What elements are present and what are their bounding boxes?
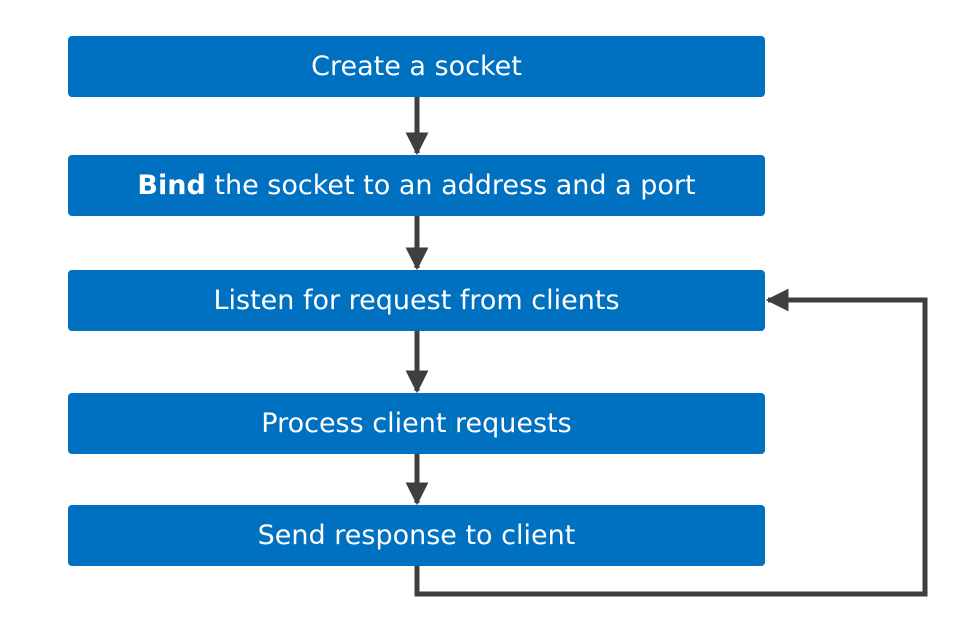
step-process-requests: Process client requests	[68, 393, 765, 454]
step-create-socket: Create a socket	[68, 36, 765, 97]
step-send-response-label: Send response to client	[257, 520, 576, 551]
step-listen-requests-label: Listen for request from clients	[213, 285, 620, 316]
step-bind-socket-keyword: Bind	[137, 170, 206, 201]
step-bind-socket: Bind the socket to an address and a port	[68, 155, 765, 216]
step-listen-requests: Listen for request from clients	[68, 270, 765, 331]
step-send-response: Send response to client	[68, 505, 765, 566]
step-create-socket-label: Create a socket	[311, 51, 522, 82]
step-process-requests-label: Process client requests	[261, 408, 572, 439]
step-bind-socket-label: the socket to an address and a port	[205, 170, 696, 201]
